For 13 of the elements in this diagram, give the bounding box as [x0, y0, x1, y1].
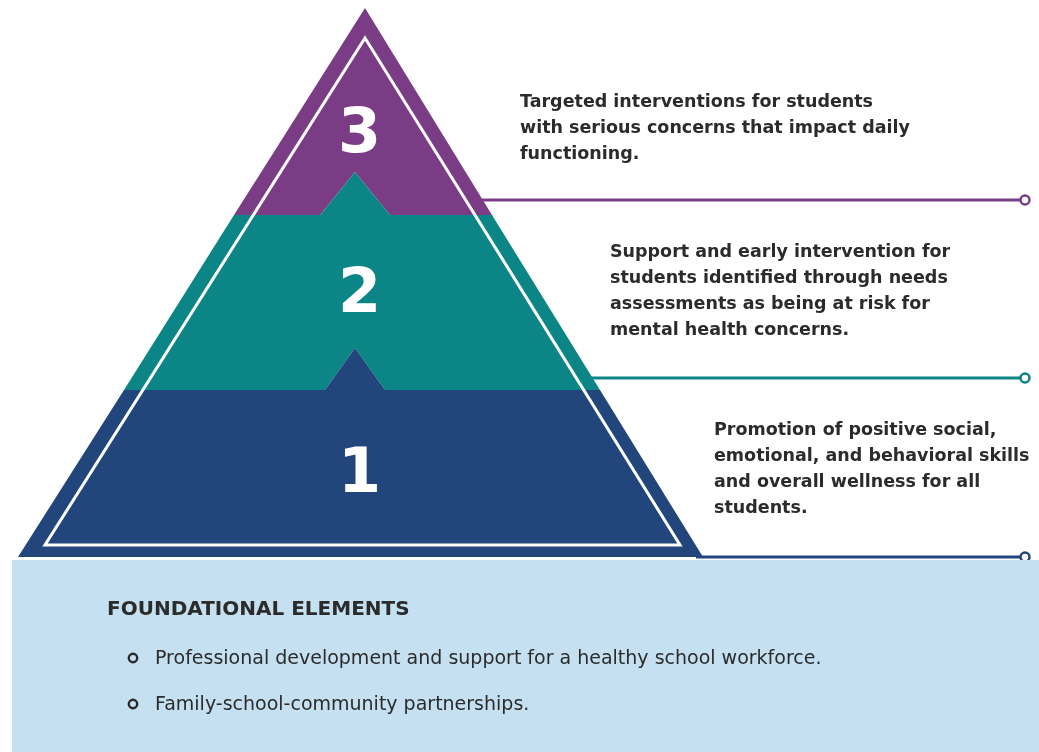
- tier-description: Targeted interventions for students with serious concerns that impact daily functioning.: [520, 90, 911, 165]
- tier-number: 1: [338, 440, 382, 502]
- foundation-panel: [12, 560, 1039, 752]
- pyramid-tier: [234, 8, 492, 215]
- tier-number: 2: [338, 260, 382, 322]
- pyramid-tier: [124, 172, 600, 390]
- tier-description: Support and early intervention for students identified through needs assessments as being at risk for mental health concerns.: [610, 240, 952, 341]
- bullet-text: Family-school-community partnerships.: [155, 692, 530, 714]
- bullet-text: Professional development and support for a healthy school workforce.: [155, 646, 822, 668]
- tier-description: Promotion of positive social, emotional, and behavioral skills and overall wellness for all students.: [714, 418, 1031, 519]
- tier-number: 3: [338, 100, 382, 162]
- pyramid-tier: [18, 348, 703, 557]
- panel-heading: FOUNDATIONAL ELEMENTS: [107, 596, 410, 620]
